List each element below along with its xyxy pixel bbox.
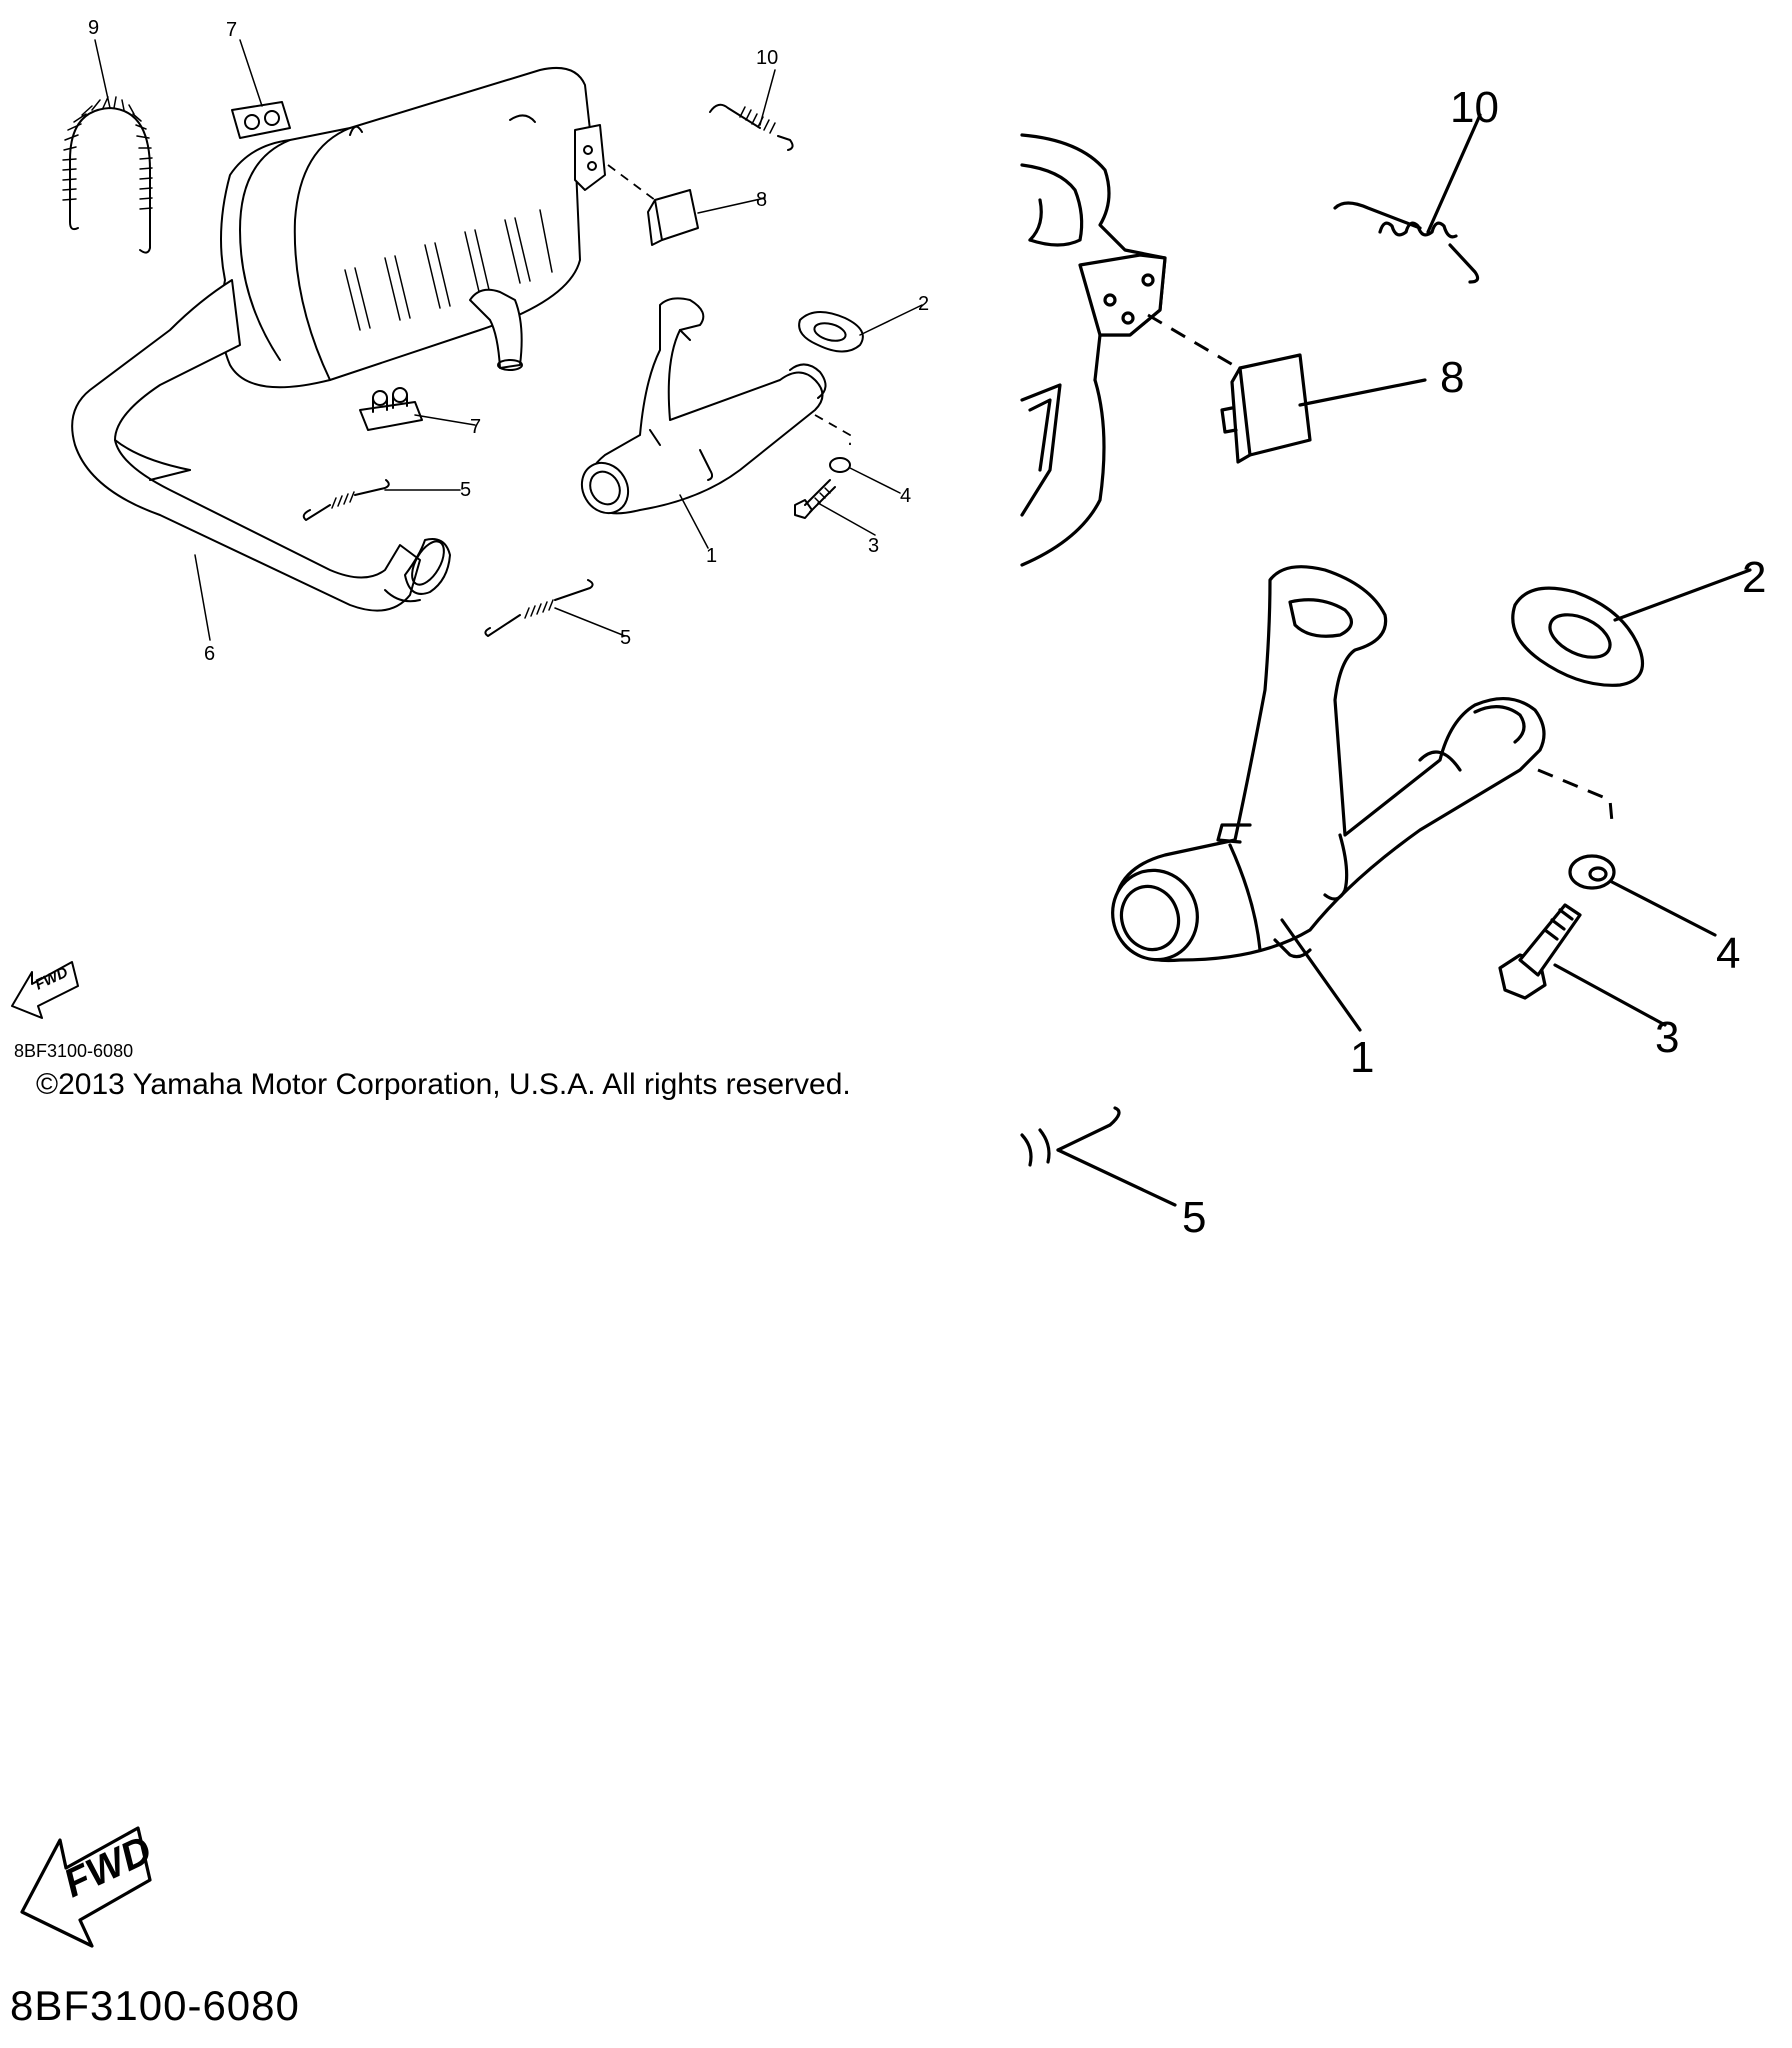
leader-1-detail: [1280, 918, 1362, 1032]
callout-7-top: 7: [226, 19, 237, 41]
washer-part-4: [829, 457, 851, 473]
callout-8-detail: 8: [1440, 353, 1464, 402]
callout-10: 10: [756, 47, 778, 69]
muffler-part-6: [220, 66, 606, 389]
callout-1: 1: [706, 545, 717, 567]
fwd-arrow-small: FWD: [11, 961, 79, 1019]
leader-1: [679, 494, 709, 549]
detail-illustration: 10 8 2 4 3 1 5: [1020, 83, 1766, 1242]
leader-3: [817, 502, 876, 536]
callout-7-bottom: 7: [470, 416, 481, 438]
callout-4-detail: 4: [1716, 929, 1740, 978]
overview-illustration: 9 7 10 8 2 7 5 4 3 1 6 5: [62, 17, 929, 665]
leader-7-bottom: [414, 414, 476, 426]
callout-1-detail: 1: [1350, 1033, 1374, 1082]
callout-5-detail: 5: [1182, 1193, 1206, 1242]
spring-part-10-detail: [1333, 201, 1480, 284]
dash-line-8: [607, 164, 656, 201]
mount-part-7-bottom: [359, 387, 423, 431]
spring-part-5-upper: [302, 479, 390, 521]
callout-3: 3: [868, 535, 879, 557]
leader-10-detail: [1426, 113, 1482, 234]
leader-5-lower: [554, 607, 626, 637]
mount-part-8: [647, 189, 699, 246]
fwd-arrow-large: FWD: [20, 1826, 158, 1948]
leader-2-detail: [1613, 568, 1752, 622]
gasket-part-2: [798, 311, 864, 353]
callout-2: 2: [918, 293, 929, 315]
dash-line-1-detail: [1537, 768, 1614, 823]
callout-3-detail: 3: [1655, 1013, 1679, 1062]
leader-4: [849, 467, 901, 494]
spring-part-9: [62, 96, 153, 254]
dash-line-8-detail: [1147, 313, 1246, 374]
callout-8: 8: [756, 189, 767, 211]
spring-part-5-lower: [484, 579, 594, 637]
y-pipe-part-1-detail: [1111, 565, 1546, 963]
callout-6: 6: [204, 643, 215, 665]
leader-2: [859, 304, 923, 336]
leader-5-detail: [1056, 1148, 1177, 1207]
spring-part-5-detail: [1020, 1106, 1121, 1167]
leader-7-top: [239, 39, 263, 107]
mount-part-8-detail: [1220, 353, 1312, 464]
washer-part-4-detail: [1568, 854, 1616, 890]
mount-part-7-top: [231, 101, 291, 139]
exhaust-pipe-part-6: [71, 279, 451, 612]
part-code-small: 8BF3100-6080: [14, 1041, 134, 1061]
spring-part-10-small: [709, 103, 794, 151]
leader-3-detail: [1553, 963, 1667, 1027]
callout-10-detail: 10: [1450, 83, 1499, 132]
callout-5-lower: 5: [620, 627, 631, 649]
callout-2-detail: 2: [1742, 553, 1766, 602]
leader-4-detail: [1610, 880, 1717, 937]
callout-4: 4: [900, 485, 911, 507]
callout-9: 9: [88, 17, 99, 39]
copyright-notice: ©2013 Yamaha Motor Corporation, U.S.A. A…: [36, 1068, 851, 1101]
y-pipe-part-1: [580, 297, 827, 515]
part-code-large: 8BF3100-6080: [10, 1982, 300, 2029]
bolt-part-3-detail: [1498, 903, 1582, 1000]
bolt-part-3: [794, 479, 836, 519]
leader-8-detail: [1298, 378, 1427, 407]
leader-8: [697, 197, 766, 214]
leader-9: [94, 39, 111, 109]
muffler-partial: [1020, 133, 1167, 567]
callout-5-upper: 5: [460, 479, 471, 501]
dash-line-1: [814, 414, 851, 445]
gasket-part-2-detail: [1511, 586, 1645, 687]
leader-10: [759, 69, 776, 126]
leader-6: [194, 554, 211, 641]
